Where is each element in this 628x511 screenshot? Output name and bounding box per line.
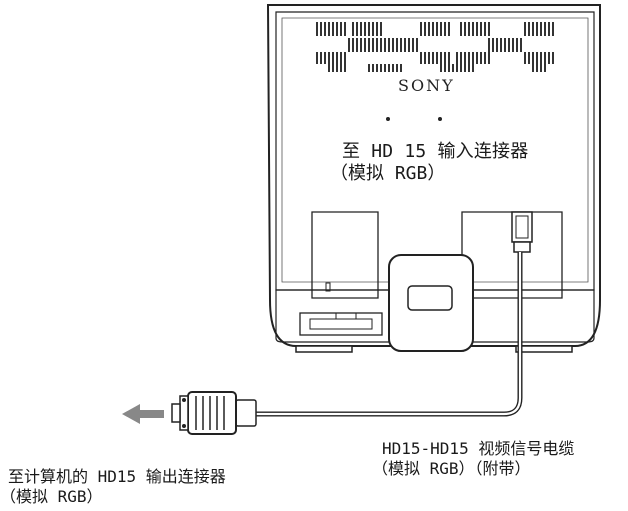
brand-logo: SONY (398, 76, 455, 95)
connector-recess-left (311, 211, 379, 299)
screw-hole (386, 117, 390, 121)
bottom-connector-strip (299, 312, 383, 336)
monitor-input-sublabel: （模拟 RGB） (330, 163, 446, 184)
arrow-left-icon (122, 404, 164, 424)
monitor-hd15-plug (511, 211, 533, 253)
monitor-input-label: 至 HD 15 输入连接器 (342, 141, 529, 162)
cable-label: HD15-HD15 视频信号电缆 (382, 439, 575, 458)
computer-output-label: 至计算机的 HD15 输出连接器 (8, 467, 226, 486)
screw-hole (438, 117, 442, 121)
stand-neck (388, 254, 474, 352)
monitor-back (266, 4, 601, 353)
vga-plug-icon (171, 391, 257, 435)
vent-grille (314, 22, 556, 72)
cable-sublabel: （模拟 RGB）（附带） (372, 459, 531, 478)
computer-output-sublabel: （模拟 RGB） (0, 487, 103, 506)
